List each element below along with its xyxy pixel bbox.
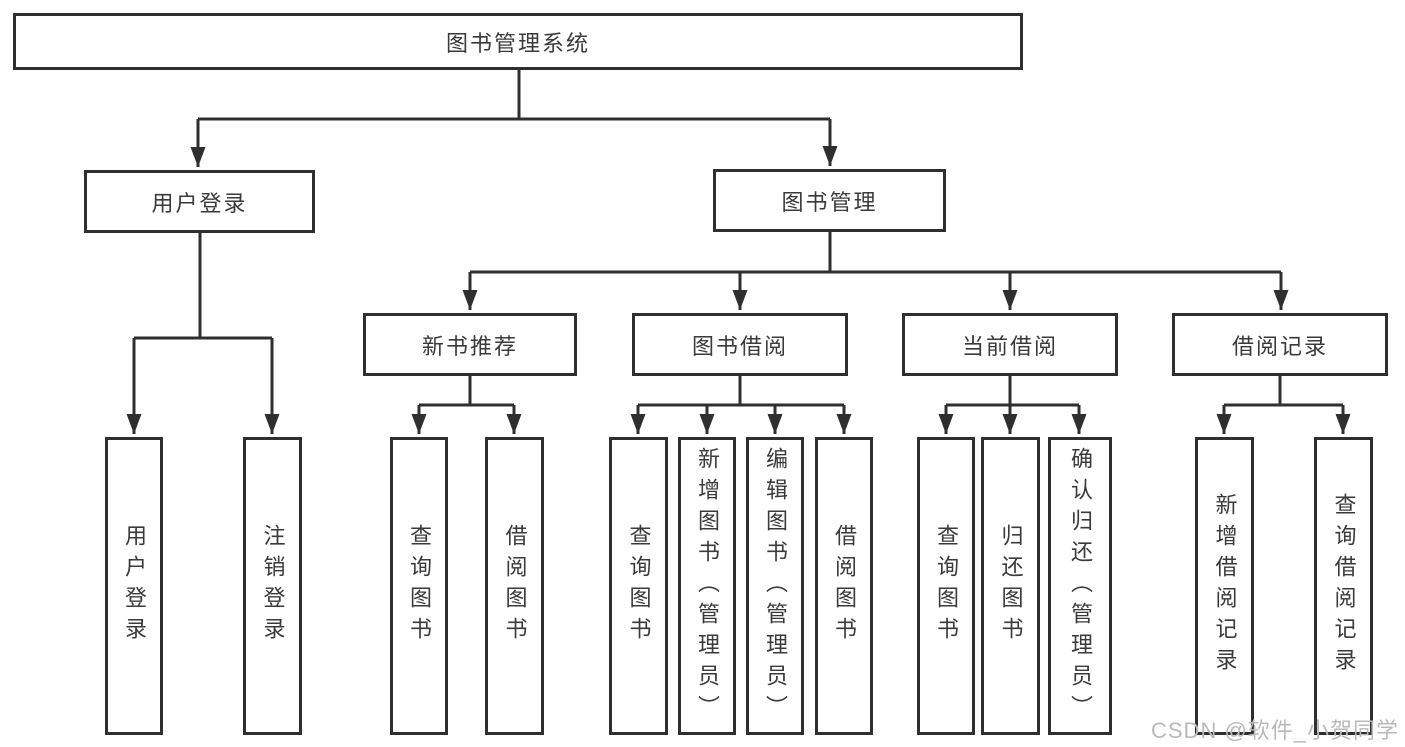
node-current-borrow: 当前借阅: [902, 313, 1118, 376]
node-user-login-branch: 用户登录: [84, 170, 315, 233]
node-book-borrow: 图书借阅: [632, 313, 848, 376]
node-leaf-add-books-admin: 新增图书（管理员）: [678, 437, 736, 735]
node-new-book-recommend: 新书推荐: [363, 313, 577, 376]
node-leaf-add-borrow-record: 新增借阅记录: [1195, 437, 1254, 735]
node-leaf-borrow-books: 借阅图书: [815, 437, 873, 735]
node-leaf-logout: 注销登录: [243, 437, 302, 735]
node-leaf-return-books: 归还图书: [981, 437, 1040, 735]
node-leaf-query-borrow-record: 查询借阅记录: [1314, 437, 1373, 735]
node-leaf-user-login: 用户登录: [105, 437, 163, 735]
node-leaf-confirm-return-admin: 确认归还（管理员）: [1048, 437, 1112, 735]
node-leaf-current-query-books: 查询图书: [917, 437, 975, 735]
node-leaf-borrow-query-books: 查询图书: [609, 437, 668, 735]
node-book-management-branch: 图书管理: [713, 169, 946, 232]
node-root-library-system: 图书管理系统: [13, 13, 1023, 70]
csdn-watermark: CSDN @软件_小贺同学: [1151, 718, 1400, 743]
node-leaf-edit-books-admin: 编辑图书（管理员）: [746, 437, 804, 735]
node-borrow-records: 借阅记录: [1172, 313, 1388, 376]
node-leaf-recommend-query-books: 查询图书: [390, 437, 448, 735]
node-leaf-recommend-borrow-books: 借阅图书: [485, 437, 544, 735]
